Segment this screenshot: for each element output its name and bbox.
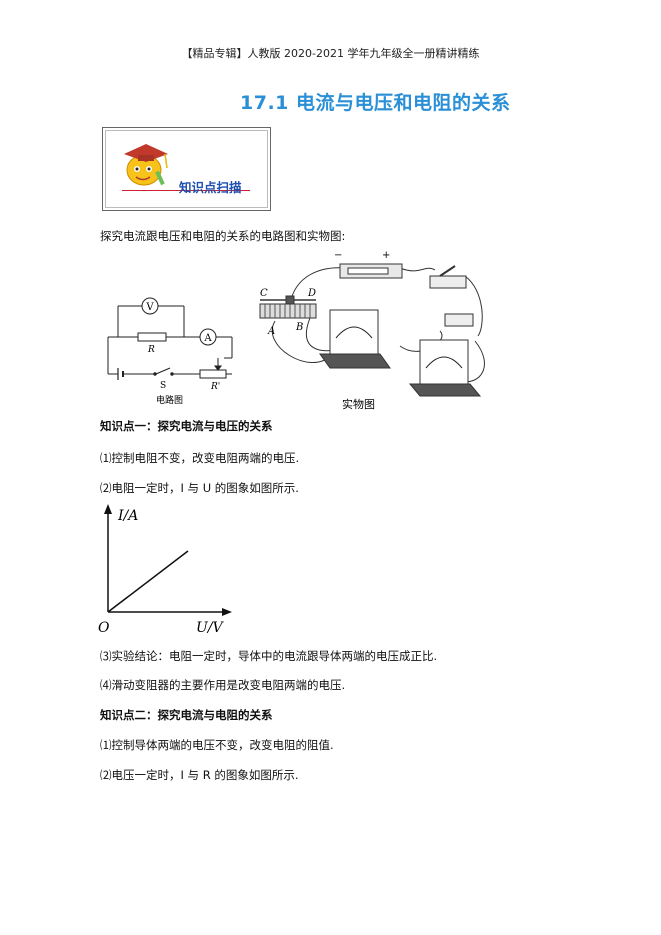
section1-item4: ⑷滑动变阻器的主要作用是改变电阻两端的电压. bbox=[100, 678, 346, 692]
page-title: 17.1 电流与电压和电阻的关系 bbox=[240, 92, 511, 114]
rheostat-label: R' bbox=[210, 382, 220, 392]
terminal-d-label: D bbox=[307, 288, 316, 299]
switch-label: S bbox=[160, 381, 166, 391]
iu-line bbox=[107, 550, 189, 613]
section2-item2: ⑵电压一定时，I 与 R 的图象如图所示. bbox=[100, 768, 299, 782]
ammeter-label: A bbox=[203, 333, 212, 344]
section2-item1: ⑴控制导体两端的电压不变，改变电阻的阻值. bbox=[100, 738, 334, 752]
circuit-diagram: V A R S R' 电路图 bbox=[107, 297, 233, 406]
section1-item1: ⑴控制电阻不变，改变电阻两端的电压. bbox=[100, 451, 300, 465]
physical-setup-diagram: − + C D A B 实物图 bbox=[259, 250, 485, 411]
resistor-label: R bbox=[147, 345, 155, 355]
intro-text: 探究电流跟电压和电阻的关系的电路图和实物图: bbox=[100, 229, 346, 243]
page-header: 【精品专辑】人教版 2020-2021 学年九年级全一册精讲精练 bbox=[181, 47, 480, 60]
section2-heading: 知识点二：探究电流与电阻的关系 bbox=[100, 708, 273, 722]
terminal-b-label: B bbox=[295, 322, 303, 333]
physical-caption: 实物图 bbox=[342, 397, 375, 411]
circuit-caption: 电路图 bbox=[156, 394, 183, 406]
section1-item3: ⑶实验结论：电阻一定时，导体中的电流跟导体两端的电压成正比. bbox=[100, 649, 438, 663]
badge-label: 知识点扫描 bbox=[179, 180, 242, 195]
section1-item2: ⑵电阻一定时，I 与 U 的图象如图所示. bbox=[100, 481, 299, 495]
badge-underline bbox=[122, 190, 250, 191]
mascot-graduate-icon bbox=[124, 144, 168, 186]
terminal-a-label: A bbox=[267, 326, 275, 337]
battery-minus-label: − bbox=[334, 250, 342, 261]
section1-heading: 知识点一：探究电流与电压的关系 bbox=[100, 419, 273, 433]
voltmeter-label: V bbox=[145, 302, 154, 313]
graph-xlabel: U/V bbox=[196, 620, 225, 636]
graph-ylabel: I/A bbox=[117, 508, 138, 524]
graph-origin: O bbox=[98, 620, 110, 636]
terminal-c-label: C bbox=[260, 288, 268, 299]
battery-plus-label: + bbox=[382, 250, 390, 261]
iu-graph: I/A U/V O bbox=[98, 504, 232, 636]
